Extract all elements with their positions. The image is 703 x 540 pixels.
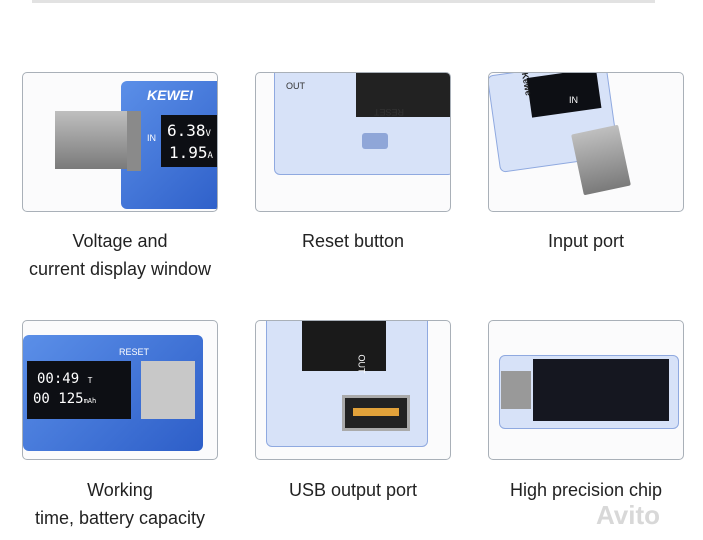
current-value: 1.95 xyxy=(169,143,208,162)
photo-precision-chip xyxy=(488,320,684,460)
photo-reset-button: RESET OUT xyxy=(255,72,451,212)
brand-logo: KEWEI xyxy=(147,87,193,103)
reset-label: RESET xyxy=(374,107,405,117)
chip-board xyxy=(533,359,669,421)
port-label: IN xyxy=(569,95,578,105)
reset-label: RESET xyxy=(119,347,150,357)
current-unit: A xyxy=(207,151,213,161)
reset-button-switch xyxy=(362,133,388,149)
port-label: OUT xyxy=(356,354,367,374)
lcd-display: 00:49 T 00 125mAh xyxy=(27,361,131,419)
port-label: OUT xyxy=(286,81,305,91)
time-unit: T xyxy=(87,376,93,385)
port-label: IN xyxy=(147,133,156,143)
caption-reset-button: Reset button xyxy=(301,231,405,251)
usb-output-port xyxy=(342,395,410,431)
time-value: 00:49 xyxy=(37,371,80,387)
caption-usb-output: USB output port xyxy=(288,480,418,500)
watermark: Avito xyxy=(596,500,661,530)
photo-working-time: RESET 00:49 T 00 125mAh xyxy=(22,320,218,460)
capacity-unit: mAh xyxy=(83,397,97,405)
capacity-value: 00 125 xyxy=(33,391,84,407)
photo-display-window: KEWEI IN 6.38V 1.95A xyxy=(22,72,218,212)
caption-input-port: Input port xyxy=(547,231,625,251)
voltage-unit: V xyxy=(205,129,211,139)
lcd-display: 6.38V 1.95A xyxy=(161,115,217,167)
voltage-value: 6.38 xyxy=(167,121,206,140)
caption-precision-chip: High precision chip xyxy=(509,480,663,500)
top-divider xyxy=(32,0,655,3)
photo-input-port: Kewe IN xyxy=(488,72,684,212)
photo-usb-output: OUT xyxy=(255,320,451,460)
